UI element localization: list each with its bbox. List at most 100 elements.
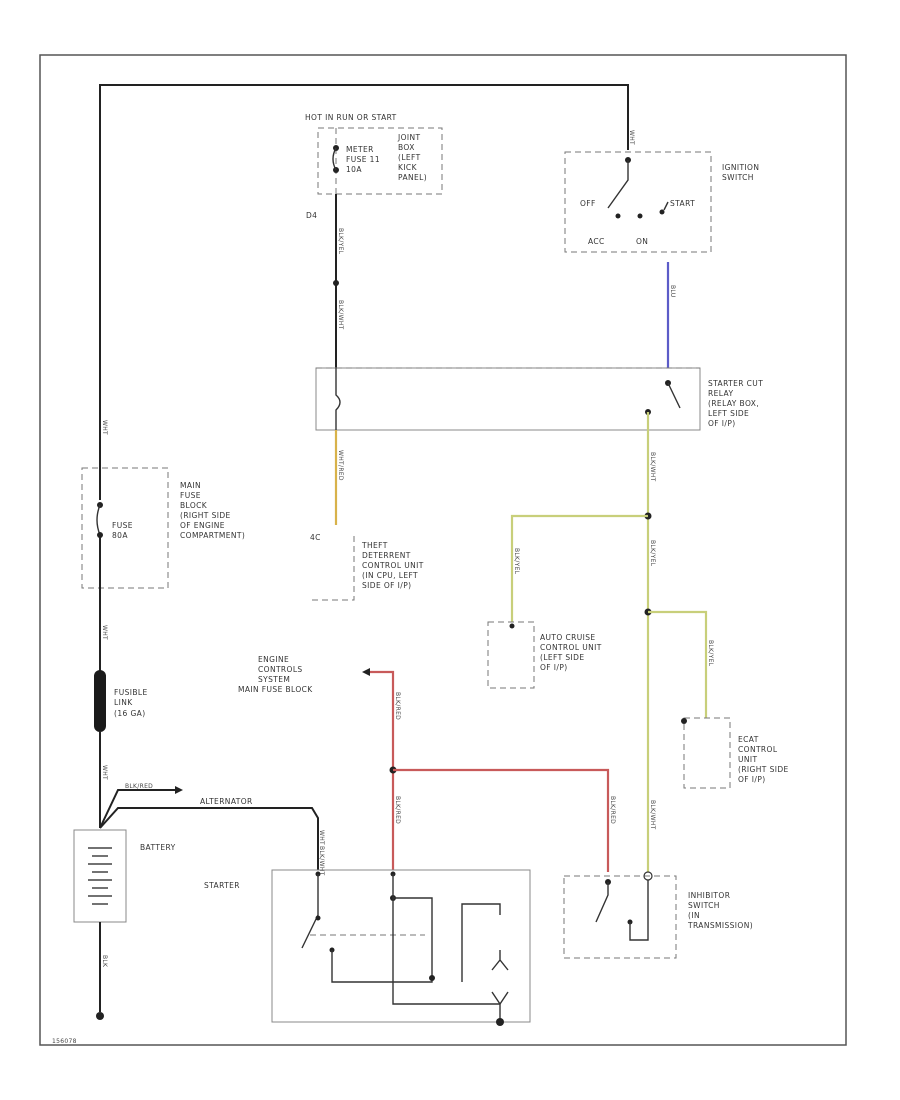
svg-text:STARTER CUT: STARTER CUT [708,379,763,388]
battery-label: BATTERY [140,843,176,852]
svg-text:(RIGHT SIDE: (RIGHT SIDE [738,765,789,774]
svg-text:CONTROL: CONTROL [738,745,778,754]
ign-start-label: START [670,199,695,208]
ground-point [96,1012,104,1020]
diagram-border [39,54,847,1046]
wire-label-wht-bat: WHT [101,765,108,780]
ign-off-label: OFF [580,199,596,208]
svg-text:OF I/P): OF I/P) [708,419,736,428]
ecat-label: ECAT CONTROL UNIT (RIGHT SIDE OF I/P) [738,735,789,784]
svg-text:FUSE: FUSE [180,491,201,500]
wire-label-blk-wht-inh: BLK/WHT [649,800,656,830]
svg-text:MAIN FUSE BLOCK: MAIN FUSE BLOCK [238,685,313,694]
svg-text:IGNITION: IGNITION [722,163,759,172]
svg-text:KICK: KICK [398,163,418,172]
svg-text:(LEFT SIDE: (LEFT SIDE [540,653,584,662]
inhibitor-switch: INHIBITOR SWITCH (IN TRANSMISSION) [563,871,753,959]
wire-label-wht-left: WHT [101,420,108,435]
svg-text:ENGINE: ENGINE [258,655,289,664]
svg-text:FUSE 11: FUSE 11 [346,155,380,164]
svg-text:(RIGHT SIDE: (RIGHT SIDE [180,511,231,520]
svg-text:UNIT: UNIT [738,755,758,764]
fusible-link-icon [94,670,106,732]
main-fuse-block-box [81,467,169,589]
svg-text:JOINT: JOINT [397,133,421,142]
relay-output-circuit: BLK/WHT BLK/YEL BLK/YEL BLK/YEL BLK/WHT [510,412,714,872]
svg-text:SWITCH: SWITCH [688,901,720,910]
svg-text:SIDE OF I/P): SIDE OF I/P) [362,581,411,590]
fuse-80a-label: FUSE 80A [112,521,133,540]
hot-in-run-label: HOT IN RUN OR START [305,113,397,122]
svg-text:LINK: LINK [114,698,133,707]
svg-text:TRANSMISSION): TRANSMISSION) [687,921,753,930]
svg-text:(IN CPU, LEFT: (IN CPU, LEFT [362,571,418,580]
wire-label-blk-red-top: BLK/RED [125,783,153,790]
wire-label-blk-red-3: BLK/RED [609,796,616,824]
wire-label-wht-fl: WHT [101,625,108,640]
svg-text:(IN: (IN [688,911,700,920]
theft-deterrent-unit: THEFT DETERRENT CONTROL UNIT (IN CPU, LE… [312,536,423,601]
wire-label-blk-red: BLK/RED [394,692,401,720]
svg-text:MAIN: MAIN [180,481,201,490]
svg-text:LEFT SIDE: LEFT SIDE [708,409,749,418]
starter-cut-relay-label: STARTER CUT RELAY (RELAY BOX, LEFT SIDE … [708,379,763,428]
svg-text:OF I/P): OF I/P) [540,663,568,672]
wire-label-blk-yel: BLK/YEL [337,228,344,255]
svg-text:FUSIBLE: FUSIBLE [114,688,148,697]
svg-text:INHIBITOR: INHIBITOR [688,891,730,900]
ignition-switch: OFF START ACC ON IGNITION SWITCH [564,151,759,253]
starter-motor: STARTER BLK/WHT [204,846,531,1026]
diagram-code: 156078 [52,1038,77,1045]
theft-unit-label: THEFT DETERRENT CONTROL UNIT (IN CPU, LE… [361,541,423,590]
fusible-link-label: FUSIBLE LINK (16 GA) [114,688,148,718]
wire-label-blk-yel-ecat-branch: BLK/YEL [707,640,714,667]
battery-feed-circuit: WHT WHT FUSE 80A MAIN FUSE BLOCK (RIGHT … [73,84,635,1020]
svg-text:(RELAY BOX,: (RELAY BOX, [708,399,759,408]
svg-text:FUSE: FUSE [112,521,133,530]
wire-label-blk-yel-cruise: BLK/YEL [513,548,520,575]
svg-text:80A: 80A [112,531,128,540]
svg-text:SWITCH: SWITCH [722,173,754,182]
svg-text:BLOCK: BLOCK [180,501,208,510]
wire-label-blk-wht-starter: BLK/WHT [318,846,325,876]
wire-label-wht-alt: WHT [318,830,325,845]
inhibitor-label: INHIBITOR SWITCH (IN TRANSMISSION) [687,891,753,930]
wire-label-blk-wht-lower: BLK/WHT [649,452,656,482]
meter-fuse-label: METER FUSE 11 10A [346,145,380,174]
svg-text:METER: METER [346,145,374,154]
wire-label-blu: BLU [669,285,676,297]
main-fuse-block-label: MAIN FUSE BLOCK (RIGHT SIDE OF ENGINE CO… [180,481,245,540]
ignition-switch-label: IGNITION SWITCH [722,163,759,182]
meter-fuse-circuit: HOT IN RUN OR START METER FUSE 11 10A JO… [305,113,443,368]
pin-4c-label: 4C [310,533,321,542]
wire-label-blk-yel-ecat: BLK/YEL [649,540,656,567]
alternator-label: ALTERNATOR [200,797,253,806]
svg-text:DETERRENT: DETERRENT [362,551,411,560]
ign-on-label: ON [636,237,648,246]
starter-cut-relay: STARTER CUT RELAY (RELAY BOX, LEFT SIDE … [315,367,763,431]
wire-label-wht-red: WHT/RED [337,450,344,481]
svg-text:ECAT: ECAT [738,735,759,744]
joint-box-label: JOINT BOX (LEFT KICK PANEL) [397,133,427,182]
svg-text:AUTO CRUISE: AUTO CRUISE [540,633,596,642]
auto-cruise-control-unit: AUTO CRUISE CONTROL UNIT (LEFT SIDE OF I… [487,621,602,689]
engine-controls-circuit: ENGINE CONTROLS SYSTEM MAIN FUSE BLOCK B… [238,655,616,872]
wire-label-blk-red-2: BLK/RED [394,796,401,824]
wire-label-blk-wht: BLK/WHT [337,300,344,330]
svg-text:OF ENGINE: OF ENGINE [180,521,225,530]
engine-controls-label: ENGINE CONTROLS SYSTEM MAIN FUSE BLOCK [238,655,313,694]
svg-text:(LEFT: (LEFT [398,153,421,162]
svg-text:SYSTEM: SYSTEM [258,675,290,684]
starter-label: STARTER [204,881,240,890]
svg-text:BOX: BOX [398,143,415,152]
svg-text:THEFT: THEFT [361,541,388,550]
auto-cruise-label: AUTO CRUISE CONTROL UNIT (LEFT SIDE OF I… [540,633,602,672]
svg-text:RELAY: RELAY [708,389,733,398]
svg-text:COMPARTMENT): COMPARTMENT) [180,531,245,540]
svg-text:(16 GA): (16 GA) [114,709,146,718]
ign-acc-label: ACC [588,237,605,246]
svg-text:PANEL): PANEL) [398,173,427,182]
svg-text:CONTROL UNIT: CONTROL UNIT [540,643,602,652]
ecat-control-unit: ECAT CONTROL UNIT (RIGHT SIDE OF I/P) [681,717,789,789]
